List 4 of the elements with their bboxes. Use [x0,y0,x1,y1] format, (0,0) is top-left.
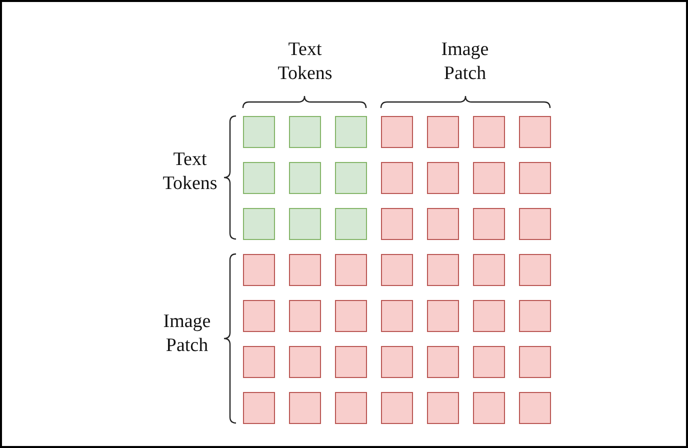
column-group-label: Text Tokens [276,38,334,86]
column-group-label: Image Patch [440,38,490,86]
row-group-label: Text Tokens [162,148,218,196]
row-group-label: Image Patch [162,310,212,358]
